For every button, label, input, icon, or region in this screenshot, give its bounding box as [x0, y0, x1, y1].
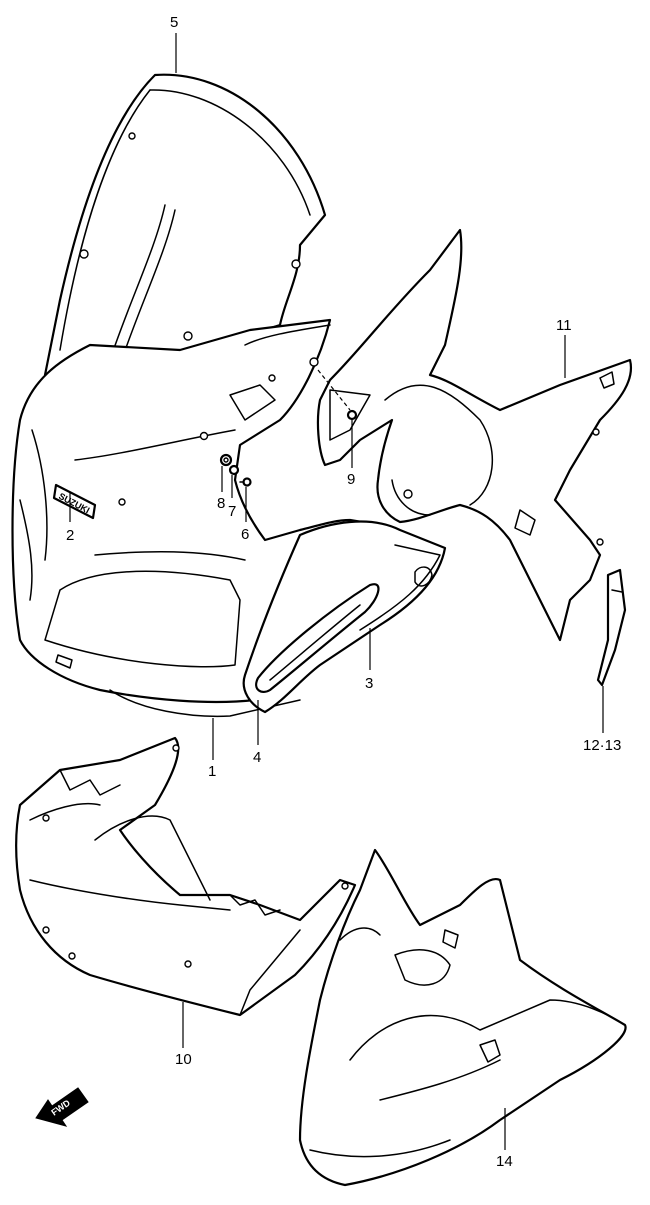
leader-lines — [69, 33, 604, 1150]
callout-2: 2 — [66, 527, 74, 544]
under-cowling-part-10 — [15, 736, 357, 1017]
callout-3: 3 — [365, 675, 373, 692]
decal-part-4 — [255, 583, 380, 694]
callout-11: 11 — [556, 317, 572, 334]
callout-labels: 5 2 8 7 6 9 11 3 4 1 12·13 10 14 — [66, 14, 621, 1170]
callout-10: 10 — [175, 1051, 192, 1068]
callout-9: 9 — [347, 471, 355, 488]
callout-5: 5 — [170, 14, 178, 31]
nut-part-9 — [317, 369, 358, 421]
callout-4: 4 — [253, 749, 261, 766]
screw-part-6 — [239, 477, 252, 487]
bracket-parts-12-13 — [596, 568, 627, 687]
inner-panel-part-11 — [316, 228, 633, 642]
callout-14: 14 — [496, 1153, 513, 1170]
washer-part-7 — [228, 464, 240, 476]
fastener-part-8 — [219, 453, 233, 467]
callout-6: 6 — [241, 526, 249, 543]
callout-1: 1 — [208, 763, 216, 780]
callout-12-13: 12·13 — [583, 737, 621, 754]
callout-7: 7 — [228, 503, 236, 520]
under-cowling-part-14 — [298, 848, 627, 1187]
callout-8: 8 — [217, 495, 225, 512]
fwd-direction-arrow: FWD — [35, 1087, 89, 1127]
